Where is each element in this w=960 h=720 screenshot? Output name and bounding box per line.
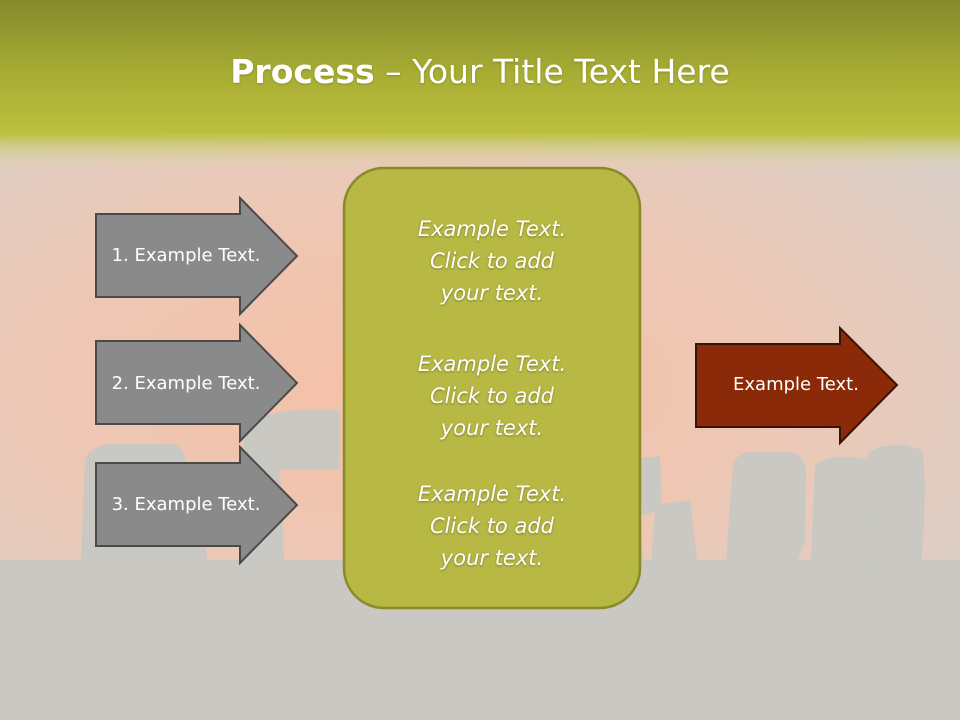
title-bold-part: Process (230, 52, 375, 91)
center-box-block-3: Example Text. Click to add your text. (344, 478, 640, 574)
center-box-block-1: Example Text. Click to add your text. (344, 213, 640, 309)
left-arrow-3-label: 3. Example Text. (111, 494, 261, 515)
title-rest: Your Title Text Here (412, 52, 730, 91)
center-box-block-1-line-2: Click to add (429, 249, 554, 273)
center-box-block-3-line-2: Click to add (429, 514, 554, 538)
header-band (0, 0, 960, 170)
left-arrow-2-label: 2. Example Text. (111, 373, 261, 394)
center-box-block-2-line-1: Example Text. (417, 352, 567, 376)
center-content-box (342, 166, 642, 610)
right-arrow (695, 325, 899, 446)
title-separator: – (374, 52, 413, 91)
left-arrow-1-label: 1. Example Text. (111, 245, 261, 266)
center-box-block-3-line-3: your text. (440, 546, 544, 570)
slide-title: Process – Your Title Text Here (0, 52, 960, 91)
left-arrow-3 (95, 444, 299, 566)
center-box-block-1-line-1: Example Text. (417, 217, 567, 241)
center-box-block-3-line-1: Example Text. (417, 482, 567, 506)
center-box-block-2-line-2: Click to add (429, 384, 554, 408)
right-arrow-label: Example Text. (733, 374, 859, 395)
center-box-block-2: Example Text. Click to add your text. (344, 348, 640, 444)
center-box-block-1-line-3: your text. (440, 281, 544, 305)
left-arrow-2 (95, 322, 299, 444)
left-arrow-1 (95, 195, 299, 317)
center-box-block-2-line-3: your text. (440, 416, 544, 440)
